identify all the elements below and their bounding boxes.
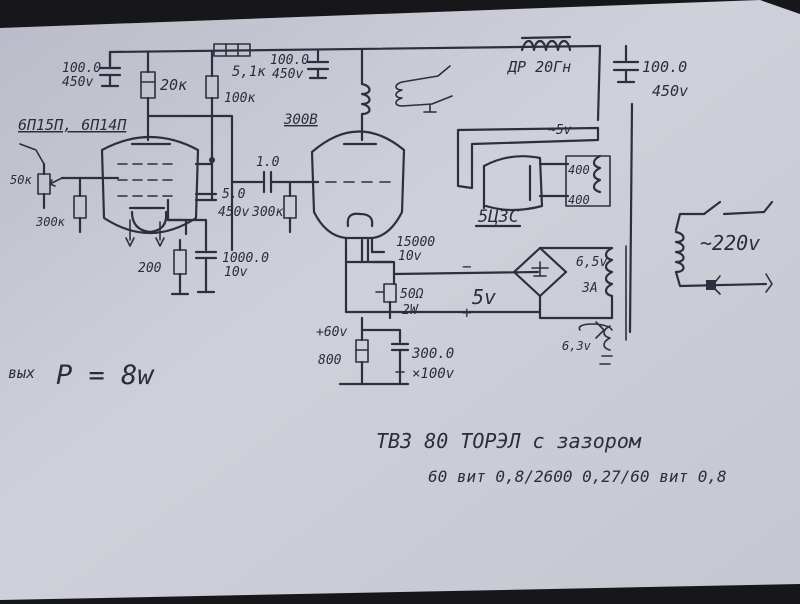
label-r-cathode: 200 — [138, 261, 162, 276]
notes: вых P = 8w ТВЗ 80 ТОРЭЛ с зазором 60 вит… — [8, 360, 727, 486]
label-c-heater-value: 15000 — [396, 235, 435, 250]
power-label: P = 8w — [56, 360, 155, 391]
label-ac-65: 6,5v — [576, 255, 607, 270]
label-voltage-300: 300В — [283, 112, 318, 128]
label-c-cathode-value: 1000.0 — [222, 251, 269, 266]
bridge-rectifier — [512, 245, 627, 365]
label-5v: 5v — [472, 285, 496, 309]
label-r-in: 300к — [35, 215, 66, 229]
rectifier-tube — [456, 102, 634, 334]
label-c-cathode-voltage: 10v — [224, 265, 248, 280]
mains-transformer — [674, 200, 774, 295]
label-ac-63: 6,3v — [562, 339, 592, 353]
label-c-coupling: 1.0 — [256, 155, 280, 170]
label-c3-value: 100.0 — [642, 58, 687, 76]
label-r-top: 5,1к — [232, 64, 266, 80]
output-transformer-primary — [360, 48, 453, 142]
label-c-300-voltage: ×100v — [412, 366, 455, 382]
label-ac-3a: 3А — [581, 281, 598, 296]
label-mains: ~220v — [700, 231, 760, 255]
label-c-300-value: 300.0 — [411, 346, 454, 362]
label-c5-voltage: 450v — [218, 205, 249, 220]
tube-1 — [100, 136, 200, 247]
capacitor-c1 — [98, 50, 122, 88]
label-pot-in: 50к — [10, 173, 32, 187]
label-c5-value: 5.0 — [222, 187, 246, 202]
label-choke: ДР 20Гн — [506, 58, 571, 76]
transformer-note-line2: 60 вит 0,8/2600 0,27/60 вит 0,8 — [428, 467, 727, 486]
label-rect-tube: 5Ц3С — [478, 207, 520, 227]
label-tube1: 6П15П, 6П14П — [18, 116, 127, 134]
input-section — [19, 143, 120, 234]
resistor-anode-20k — [140, 50, 156, 142]
label-c-heater-voltage: 10v — [398, 249, 422, 264]
heater-section — [338, 238, 542, 386]
label-pot-2w: 2W — [402, 303, 419, 318]
label-r-grid2: 300к — [251, 205, 283, 220]
label-plus-60v: +60v — [316, 325, 347, 340]
cathode-parts-tube1 — [170, 234, 218, 296]
power-prefix: вых — [8, 364, 35, 382]
coupling-capacitor — [230, 170, 320, 234]
label-c3-voltage: 450v — [652, 82, 688, 100]
label-c2-voltage: 450v — [272, 67, 303, 82]
label-rect-400b: 400 — [568, 193, 590, 207]
capacitor-c2 — [306, 48, 330, 80]
label-c1-voltage: 450v — [62, 75, 93, 90]
label-minus: − — [462, 257, 472, 276]
tube-1-wiring — [146, 114, 234, 252]
label-r-anode: 20к — [160, 76, 188, 94]
tube-2 — [310, 130, 406, 254]
label-c2-value: 100.0 — [270, 53, 309, 68]
transformer-note-line1: ТВЗ 80 ТОРЭЛ с зазором — [376, 429, 642, 453]
label-c1-value: 100.0 — [62, 61, 101, 76]
label-plus: + — [462, 303, 472, 322]
label-r-800: 800 — [318, 353, 342, 368]
capacitor-c5 — [194, 192, 218, 202]
component-labels: 100.0 450v 20к 5,1к 100к 100.0 450v ДР 2… — [10, 53, 760, 382]
label-r-100k: 100к — [224, 91, 255, 106]
label-rect-400a: 400 — [568, 163, 590, 177]
label-pot-50: 50Ω — [400, 287, 424, 302]
capacitor-c3 — [612, 44, 640, 84]
label-heater-5v: ~5v — [548, 123, 572, 138]
